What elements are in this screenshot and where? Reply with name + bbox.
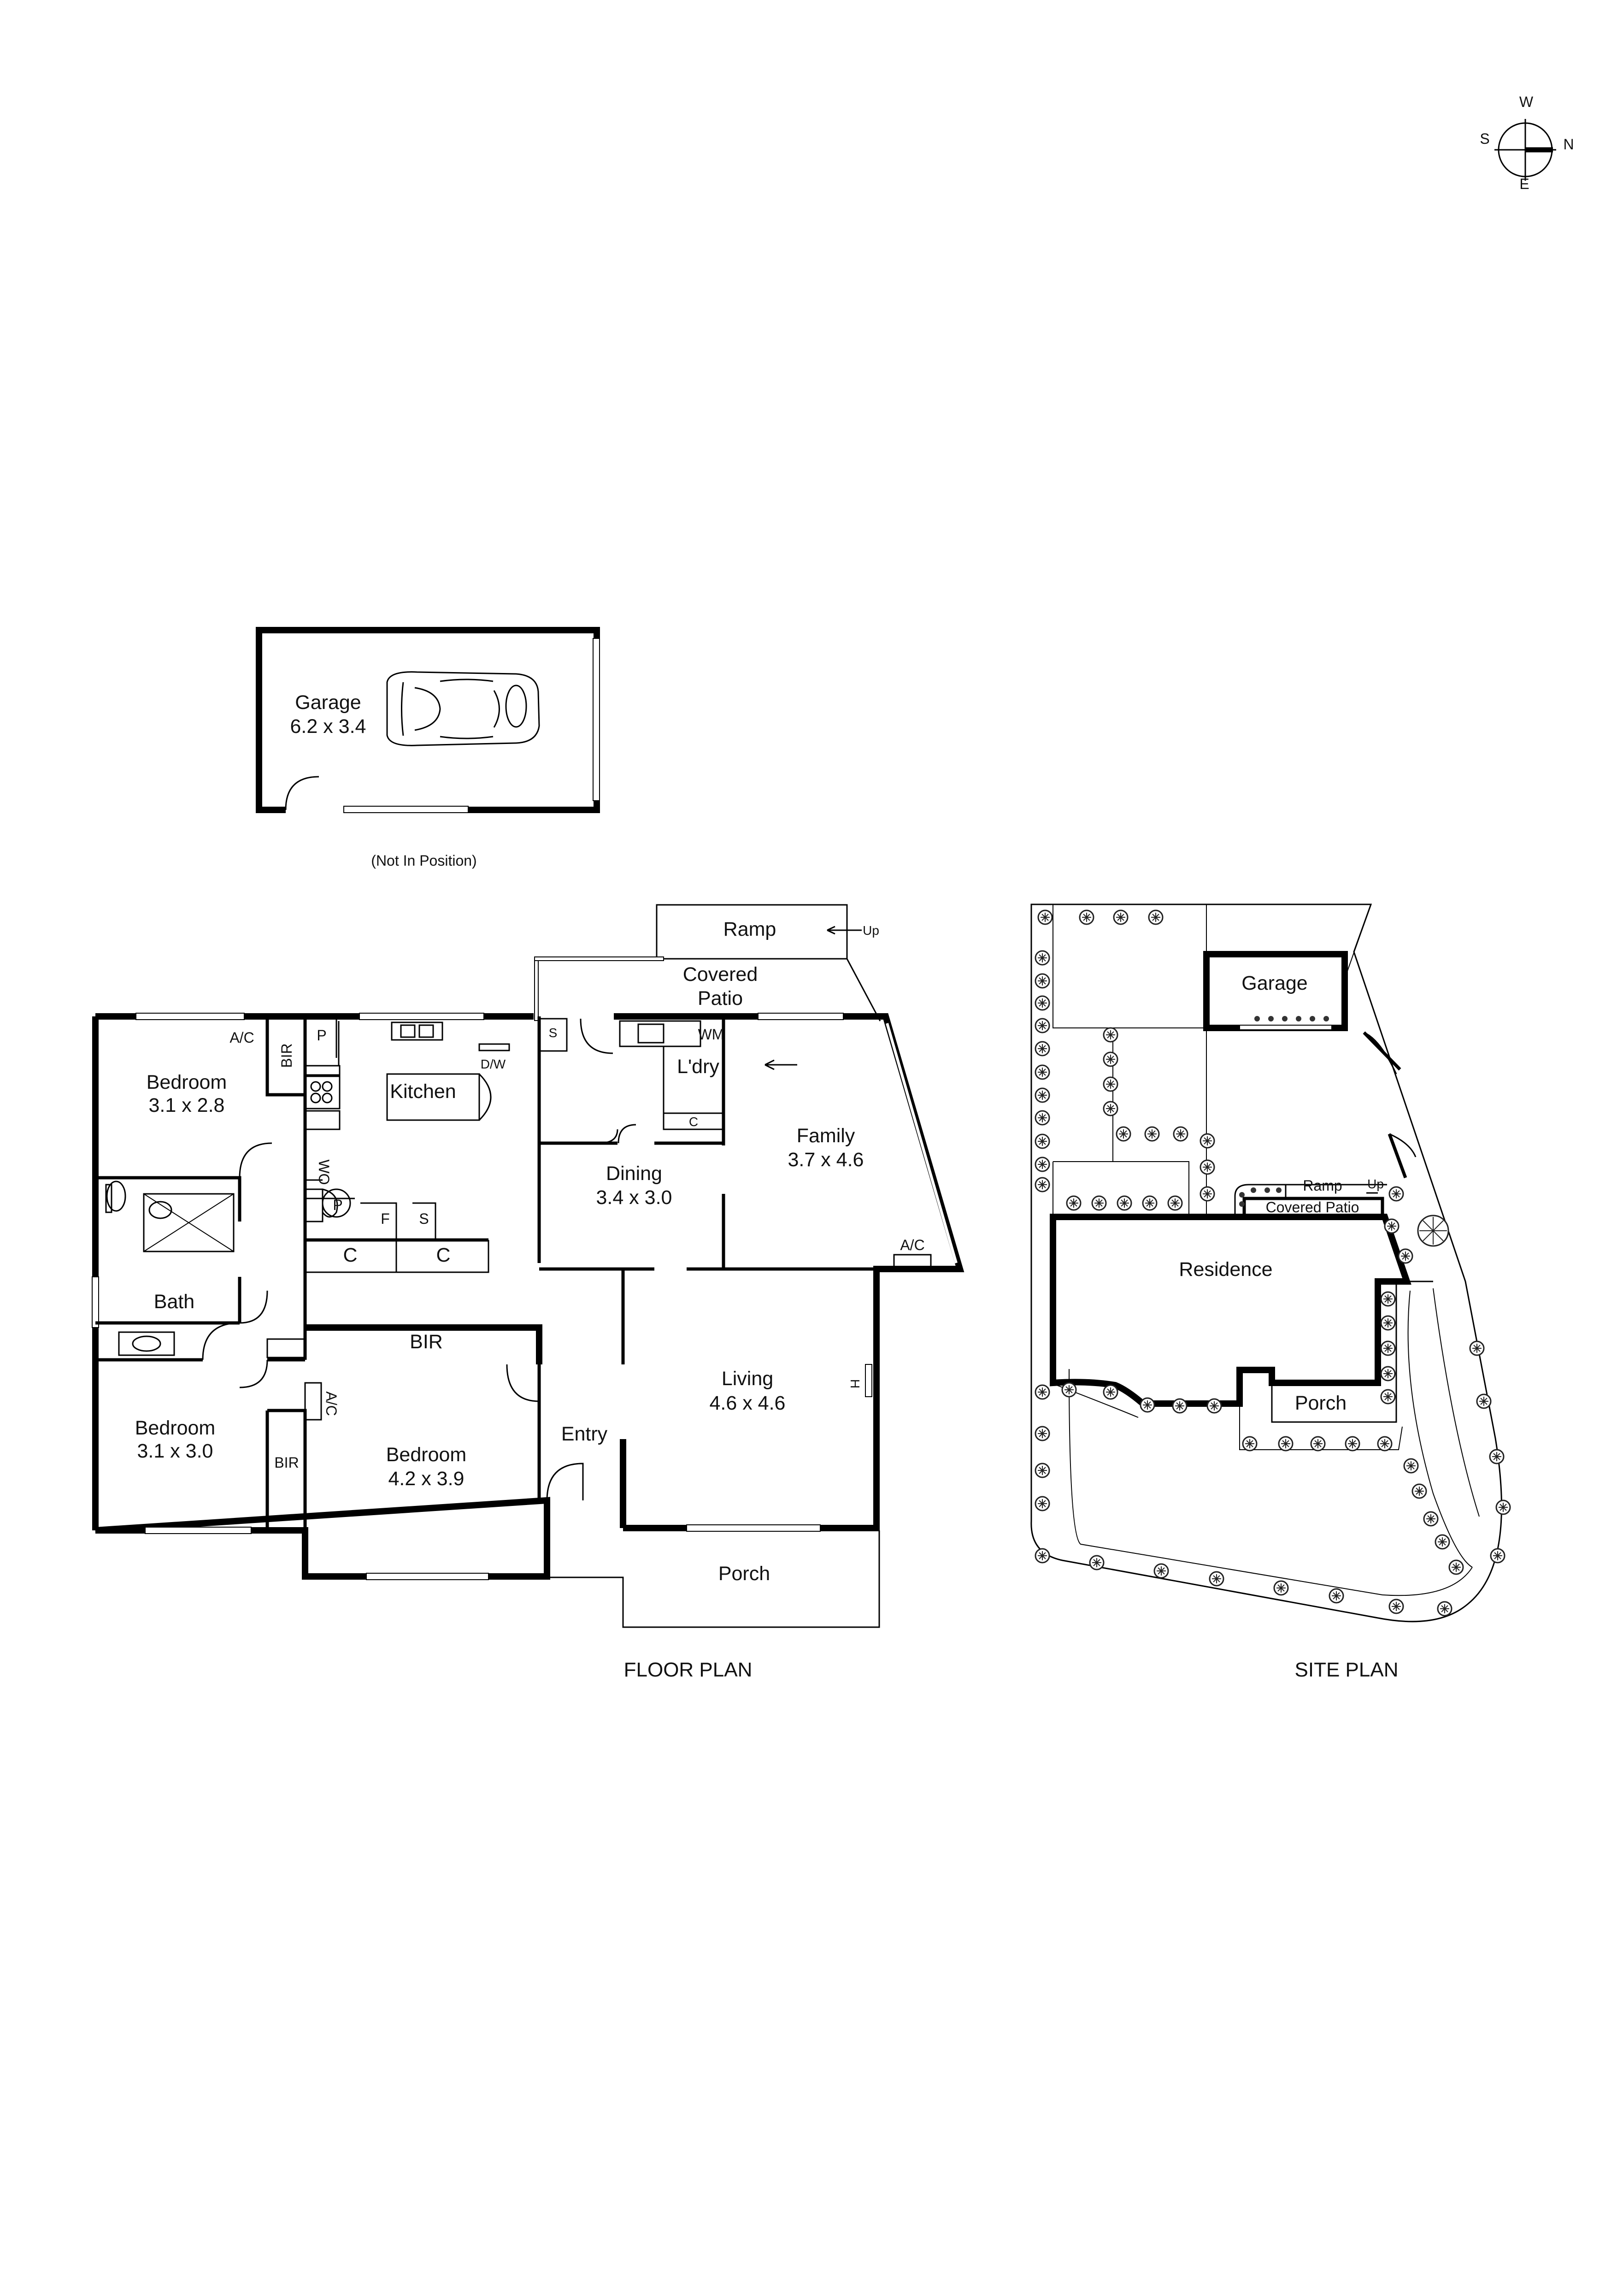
covered-patio-label-2: Patio: [698, 987, 743, 1009]
garage-plan: Garage 6.2 x 3.4 (Not In Position): [256, 627, 600, 869]
garage-label: Garage: [295, 691, 361, 714]
family-label: Family: [797, 1125, 855, 1147]
bedroom1-dims: 3.1 x 2.8: [149, 1094, 225, 1116]
fridge-label: F: [381, 1210, 390, 1227]
bath-label: Bath: [154, 1291, 194, 1313]
site-plan-title: SITE PLAN: [1295, 1659, 1399, 1681]
ac-label-bedroom: A/C: [229, 1029, 254, 1046]
dining-dims: 3.4 x 3.0: [596, 1186, 672, 1209]
porch-label: Porch: [718, 1563, 770, 1585]
bedroom2-dims: 3.1 x 3.0: [137, 1440, 213, 1462]
compass-west: W: [1519, 94, 1534, 110]
floor-plan-title: FLOOR PLAN: [624, 1659, 753, 1681]
car-icon: [386, 671, 540, 746]
site-covered-patio-label: Covered Patio: [1266, 1199, 1359, 1216]
sink-label-2: S: [419, 1210, 429, 1227]
bir-label-3: BIR: [274, 1454, 299, 1471]
entry-label: Entry: [561, 1423, 608, 1445]
bedroom3-label: Bedroom: [386, 1444, 466, 1466]
site-plan: Garage Ramp Up Covered Patio Residence P…: [1030, 903, 1511, 1681]
garage-dims: 6.2 x 3.4: [290, 715, 366, 738]
heater-label: H: [848, 1379, 862, 1388]
residence-label: Residence: [1179, 1258, 1272, 1281]
bir-label-1: BIR: [278, 1043, 295, 1068]
site-porch-label: Porch: [1295, 1392, 1347, 1414]
site-ramp-up-label: Up: [1367, 1177, 1384, 1191]
living-dims: 4.6 x 4.6: [710, 1392, 786, 1414]
compass: W S N E: [1480, 94, 1574, 192]
wo-label: WO: [316, 1159, 332, 1185]
bir-label-2: BIR: [410, 1331, 443, 1353]
garage-note: (Not In Position): [371, 852, 476, 869]
dining-label: Dining: [606, 1163, 662, 1185]
living-label: Living: [722, 1368, 773, 1390]
cupboard-label-2: C: [436, 1244, 450, 1266]
family-dims: 3.7 x 4.6: [788, 1149, 864, 1171]
pantry-label-2: P: [333, 1197, 342, 1213]
compass-south: S: [1480, 130, 1489, 147]
floor-plan: Ramp Up Covered Patio A/C Bedroom 3.1 x …: [92, 904, 964, 1681]
compass-north: N: [1563, 136, 1574, 153]
site-ramp-label: Ramp: [1303, 1177, 1342, 1194]
ac-label-family: A/C: [900, 1237, 924, 1253]
site-garage-label: Garage: [1241, 972, 1307, 994]
compass-east: E: [1519, 176, 1529, 192]
wm-label: WM: [698, 1026, 724, 1043]
covered-patio-label-1: Covered: [683, 963, 758, 986]
bedroom2-label: Bedroom: [135, 1417, 215, 1439]
ramp-up-label: Up: [863, 923, 879, 938]
laundry-label: L'dry: [677, 1056, 719, 1078]
sink-label: S: [549, 1026, 558, 1040]
pantry-label-1: P: [317, 1027, 326, 1044]
ramp-label: Ramp: [723, 918, 776, 940]
kitchen-label: Kitchen: [390, 1080, 456, 1103]
ac-label-bedroom3: A/C: [323, 1391, 340, 1416]
cupboard-label-1: C: [343, 1244, 357, 1266]
dw-label: D/W: [481, 1057, 506, 1071]
bedroom3-dims: 4.2 x 3.9: [388, 1468, 465, 1490]
cupboard-label-laundry: C: [689, 1115, 698, 1129]
bedroom1-label: Bedroom: [147, 1071, 227, 1093]
